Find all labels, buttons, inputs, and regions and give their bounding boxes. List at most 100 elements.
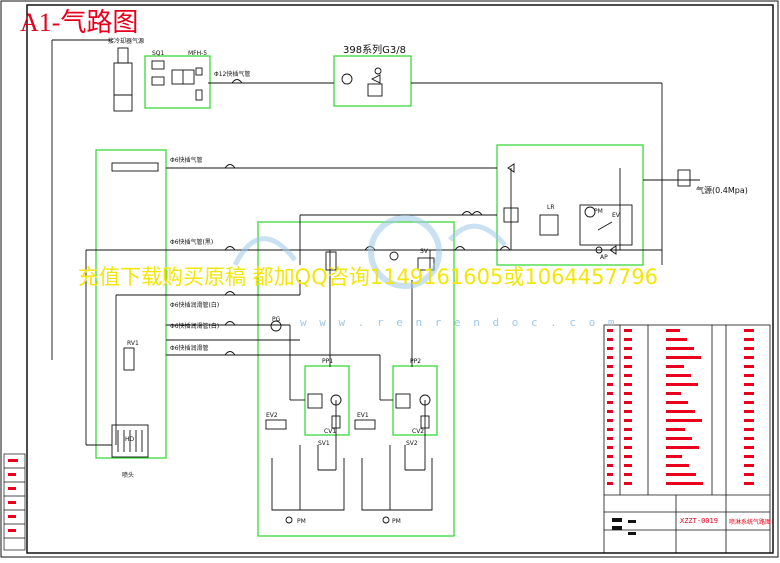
bom-mark (624, 383, 632, 386)
bom-mark (744, 329, 754, 332)
page-title: A1-气路图 (20, 8, 139, 37)
bom-mark (744, 356, 754, 359)
bom-mark (666, 473, 696, 476)
bom-mark (607, 419, 613, 422)
bom-mark (666, 455, 682, 458)
pm-unit (579, 204, 633, 246)
bom-mark (744, 347, 754, 350)
bom-mark (607, 473, 613, 476)
bom-mark (744, 374, 754, 377)
label-pipe6-2: Φ6快插气管(黑) (170, 239, 214, 246)
bom-mark (607, 356, 613, 359)
label-pg: PG (272, 316, 281, 323)
watermark-text: 充值下载购买原稿 都加QQ咨询1149161605或1064457796 (78, 265, 658, 289)
label-cv1: CV1 (324, 428, 337, 435)
bom-mark (666, 428, 685, 431)
bom-mark (666, 419, 702, 422)
label-sv1: SV1 (318, 440, 330, 447)
pp1-box (304, 365, 350, 436)
bom-mark (666, 410, 695, 413)
label-ev2: EV2 (266, 412, 278, 419)
bom-mark (744, 473, 754, 476)
bom-mark (607, 428, 613, 431)
component-boxes (95, 55, 644, 537)
label-head: 喷头 (122, 472, 135, 479)
bom-mark (607, 383, 613, 386)
title-block-marks (612, 518, 636, 535)
label-pipe12: Φ12快插气管 (214, 71, 251, 78)
bom-mark (607, 401, 613, 404)
spray-head-symbol (111, 424, 149, 458)
bom-mark (744, 410, 754, 413)
label-rv1: RV1 (127, 340, 139, 347)
valve398-box (333, 55, 412, 107)
bom-mark (624, 401, 632, 404)
left-table-marks (8, 459, 18, 532)
label-lr: LR (547, 204, 555, 211)
bom-mark (666, 482, 703, 485)
bom-mark (624, 410, 632, 413)
bom-mark (624, 419, 632, 422)
bom-mark (607, 482, 613, 485)
title-block (603, 324, 771, 554)
bom-mark (607, 410, 613, 413)
bom-mark (744, 482, 754, 485)
bom-mark (666, 374, 691, 377)
head-box (95, 149, 167, 459)
label-pm: PM (594, 208, 603, 215)
cylinder-symbol (113, 62, 133, 112)
label-ap: AP (600, 254, 608, 261)
bom-mark (607, 464, 613, 467)
bom-mark (666, 392, 681, 395)
bom-mark (744, 419, 754, 422)
bom-mark (744, 401, 754, 404)
bom-mark (666, 401, 688, 404)
bom-mark (624, 473, 632, 476)
bom-mark (607, 455, 613, 458)
label-sv: SV (420, 248, 428, 255)
bom-mark (666, 446, 699, 449)
label-pipe6-1: Φ6快插气管 (170, 157, 203, 164)
bom-mark (666, 329, 680, 332)
label-ev: EV (612, 212, 620, 219)
bom-mark (607, 329, 613, 332)
sq1-box (144, 55, 211, 109)
drawing-code: XZZT-0019 (680, 517, 718, 525)
bom-mark (624, 329, 632, 332)
bom-mark (624, 428, 632, 431)
label-tank2: PM (392, 518, 401, 525)
label-hd: HD (125, 436, 135, 443)
crossover-arcs (224, 79, 511, 356)
label-cv2: CV2 (412, 428, 425, 435)
bom-mark (666, 383, 698, 386)
bom-mark (607, 392, 613, 395)
bom-mark (744, 437, 754, 440)
label-pipe6-3: Φ6快插润滑管(白) (170, 302, 220, 309)
bom-mark (624, 446, 632, 449)
bom-mark (624, 374, 632, 377)
drawing-name: 喷淋系统气路图 (729, 519, 772, 526)
bom-mark (666, 464, 689, 467)
bom-mark (624, 482, 632, 485)
bom-mark (624, 464, 632, 467)
pp2-box (392, 365, 438, 436)
bom-mark (666, 437, 692, 440)
bom-table-marks (607, 329, 754, 485)
components (111, 47, 691, 524)
label-valve398: 398系列G3/8 (343, 45, 406, 56)
left-revision-table (3, 453, 26, 551)
logo-watermark (232, 215, 507, 289)
bom-mark (624, 365, 632, 368)
label-pipe6-4: Φ6快插润滑管(白) (170, 323, 220, 330)
label-ev1: EV1 (357, 412, 369, 419)
bom-mark (744, 365, 754, 368)
bom-mark (624, 437, 632, 440)
bom-mark (666, 365, 684, 368)
bom-mark (744, 383, 754, 386)
label-pipe6-5: Φ6快插润滑管 (170, 345, 209, 352)
label-mfh: MFH-5 (188, 50, 208, 57)
bom-mark (624, 455, 632, 458)
